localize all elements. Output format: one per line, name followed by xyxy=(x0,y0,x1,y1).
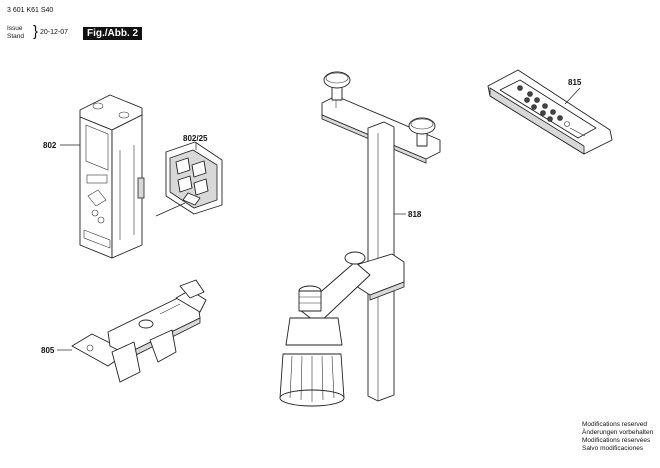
document-number: 3 601 K61 S40 xyxy=(7,7,54,14)
notice-line-de: Änderungen vorbehalten xyxy=(582,429,654,436)
modifications-notice: Modifications reserved Änderungen vorbeh… xyxy=(582,421,653,453)
stand-label: Stand xyxy=(7,33,24,40)
brace-symbol: } xyxy=(33,23,39,40)
part-number-818: 818 xyxy=(408,210,422,219)
leader-815 xyxy=(564,87,581,105)
notice-line-fr: Modifications réservées xyxy=(582,437,651,444)
battery-cover-drawing xyxy=(155,141,223,217)
receiver-drawing xyxy=(79,94,145,259)
issue-label: Issue xyxy=(7,25,23,32)
part-number-802: 802 xyxy=(43,141,57,150)
remote-control-drawing xyxy=(487,69,613,155)
notice-line-en: Modifications reserved xyxy=(582,421,648,428)
notice-line-es: Salvo modificaciones xyxy=(582,445,644,452)
mounting-clip-drawing xyxy=(71,279,207,383)
issue-date: 20-12-07 xyxy=(40,29,69,36)
bracket-drawing xyxy=(279,71,441,407)
part-number-805: 805 xyxy=(41,346,55,355)
part-number-802-25: 802/25 xyxy=(183,134,208,143)
part-number-815: 815 xyxy=(568,78,582,87)
figure-label: Fig./Abb. 2 xyxy=(83,27,143,40)
